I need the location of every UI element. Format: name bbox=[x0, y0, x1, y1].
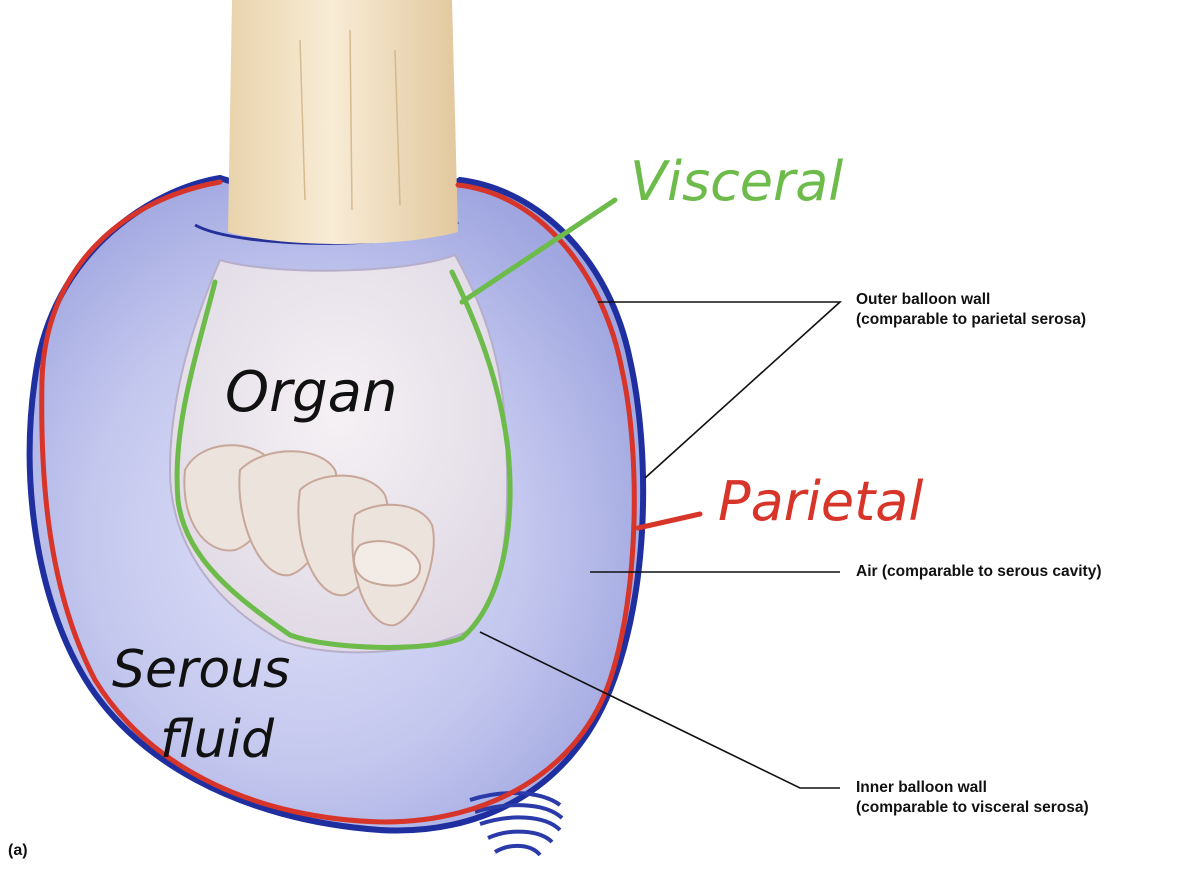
parietal-outline bbox=[39, 179, 637, 825]
handwritten-parietal: Parietal bbox=[718, 470, 924, 533]
handwritten-visceral: Visceral bbox=[630, 150, 844, 213]
outer-wall-leader bbox=[598, 301, 843, 479]
visceral-pointer bbox=[459, 197, 618, 305]
inner-wall-leader bbox=[479, 631, 840, 789]
handwritten-organ: Organ bbox=[225, 360, 398, 425]
leader-lines bbox=[479, 301, 843, 789]
fingers bbox=[183, 444, 435, 627]
callout-outer-line1: Outer balloon wall bbox=[856, 291, 991, 308]
callout-inner-line2: (comparable to visceral serosa) bbox=[856, 799, 1089, 816]
panel-label: (a) bbox=[8, 842, 28, 859]
callout-inner-line1: Inner balloon wall bbox=[856, 779, 987, 796]
arm-wrist bbox=[228, 0, 458, 244]
callout-outer-balloon-wall: Outer balloon wall (comparable to pariet… bbox=[856, 290, 1086, 330]
handwritten-fluid: fluid bbox=[160, 710, 275, 770]
callout-inner-balloon-wall: Inner balloon wall (comparable to viscer… bbox=[856, 778, 1089, 818]
callout-air: Air (comparable to serous cavity) bbox=[856, 562, 1102, 582]
parietal-pointer bbox=[635, 511, 703, 531]
arm-tendon-lines bbox=[299, 29, 401, 211]
handwritten-serous: Serous bbox=[112, 640, 291, 700]
visceral-outline bbox=[174, 269, 513, 650]
callout-outer-line2: (comparable to parietal serosa) bbox=[856, 311, 1086, 328]
balloon-knot bbox=[469, 791, 564, 857]
callout-air-line1: Air (comparable to serous cavity) bbox=[856, 563, 1102, 580]
